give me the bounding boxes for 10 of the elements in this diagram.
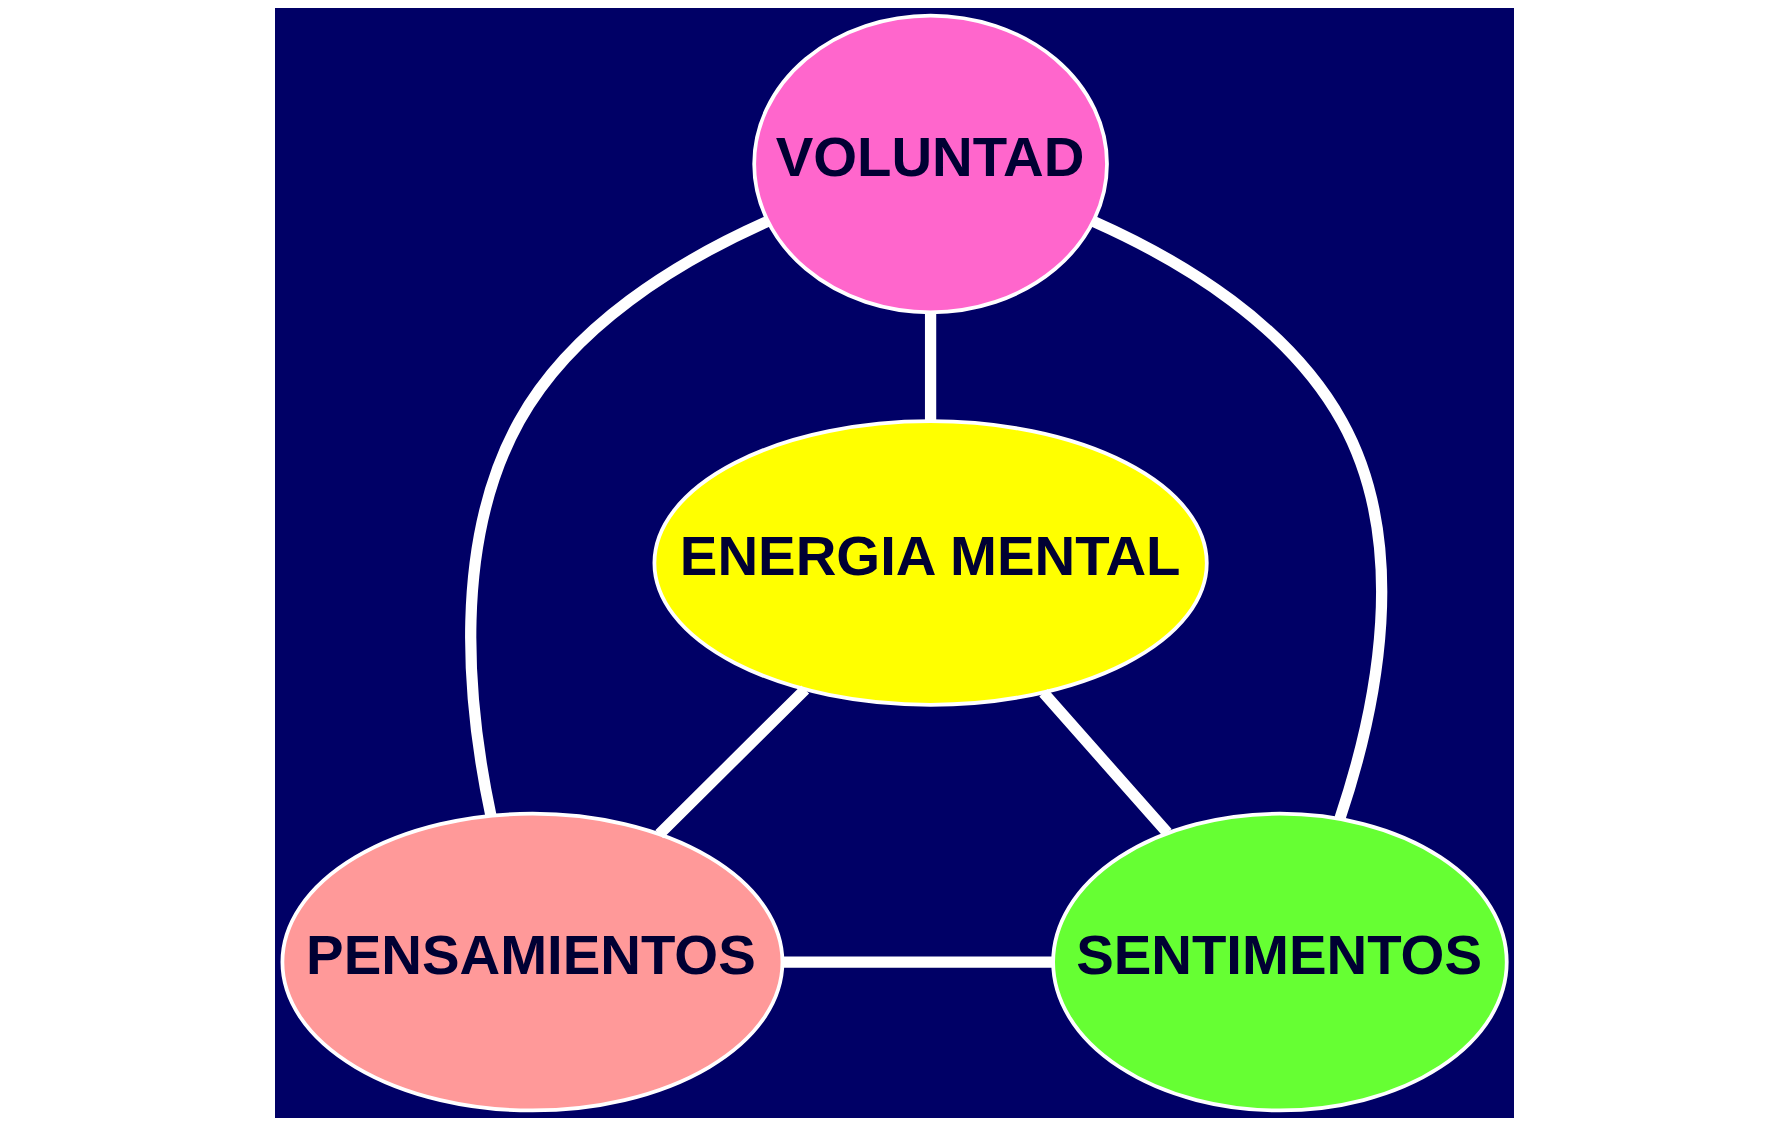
node-ellipse: SENTIMENTOS bbox=[1051, 811, 1509, 1113]
node-ellipse: VOLUNTAD bbox=[752, 13, 1109, 315]
connector bbox=[1039, 688, 1172, 837]
connector bbox=[655, 685, 810, 839]
connector bbox=[782, 956, 1054, 968]
node-ellipse: ENERGIA MENTAL bbox=[652, 419, 1209, 707]
node-ellipse: PENSAMIENTOS bbox=[280, 811, 785, 1113]
connector bbox=[924, 312, 937, 421]
connector bbox=[1091, 216, 1388, 821]
connector bbox=[465, 216, 771, 817]
